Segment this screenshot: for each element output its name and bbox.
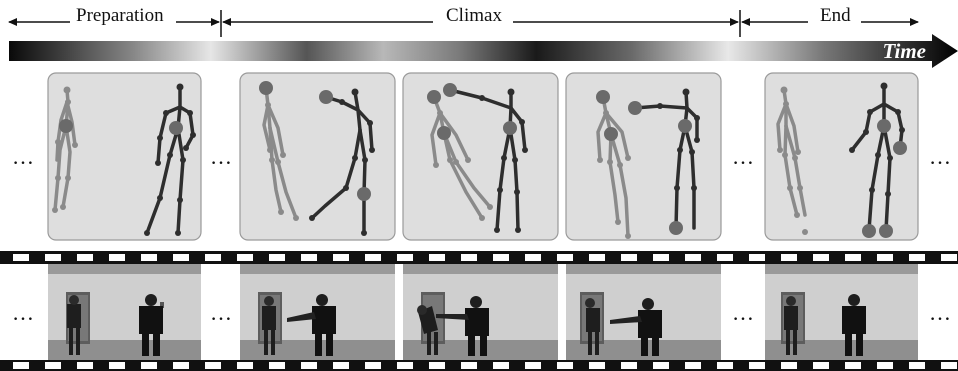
time-label: Time xyxy=(882,39,926,63)
ellipsis-skeleton-end: … xyxy=(929,144,951,169)
ellipsis-video-end: … xyxy=(929,300,951,325)
video-frame-3 xyxy=(403,264,558,360)
video-frame-1 xyxy=(48,264,201,360)
ellipsis-video-start: … xyxy=(12,300,34,325)
video-frame-4 xyxy=(566,264,721,360)
skeleton-panel-4 xyxy=(566,73,721,240)
ellipsis-skeleton-1: … xyxy=(210,144,232,169)
skeleton-panel-5 xyxy=(765,73,918,240)
ellipsis-video-1: … xyxy=(210,300,232,325)
time-axis-bar xyxy=(9,34,958,68)
ellipsis-video-2: … xyxy=(732,300,754,325)
video-frame-2 xyxy=(240,264,395,360)
ellipsis-skeleton-2: … xyxy=(732,144,754,169)
video-frame-5 xyxy=(765,264,918,360)
ellipsis-skeleton-start: … xyxy=(12,144,34,169)
